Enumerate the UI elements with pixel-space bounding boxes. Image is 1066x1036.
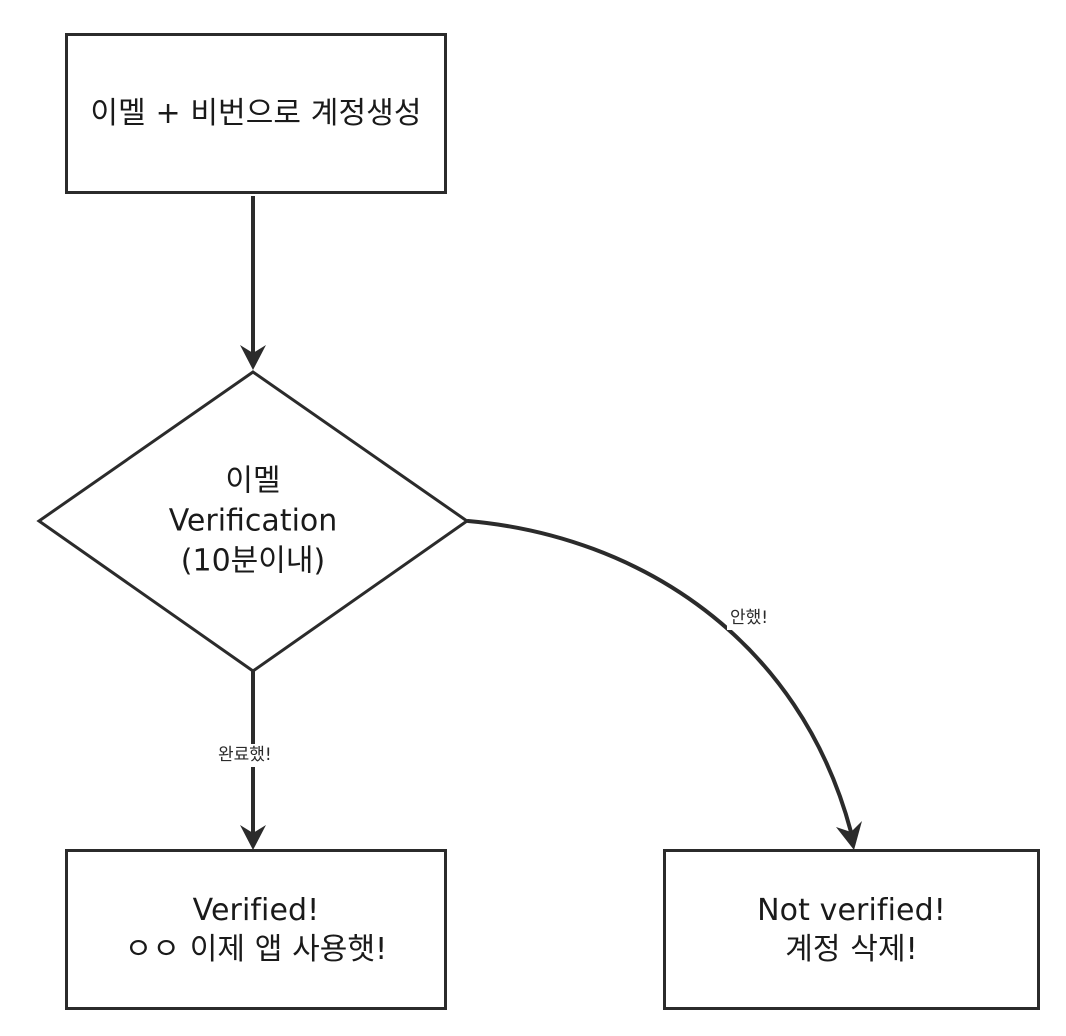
- edge-decision-to-not-verified-curve: [466, 519, 853, 834]
- edge-label-decision-to-verified: 완료했!: [215, 744, 275, 767]
- edge-label-decision-to-not-verified: 안했!: [727, 607, 772, 630]
- edge-create-to-decision-arrowhead: [240, 345, 266, 370]
- node-create-account[interactable]: 이멜 + 비번으로 계정생성: [65, 33, 447, 194]
- node-email-verification-label: 이멜 Verification (10분이내): [168, 463, 338, 580]
- node-verified-label: Verified! ㅇㅇ 이제 앱 사용햇!: [124, 892, 388, 967]
- edge-decision-to-verified-arrowhead: [240, 825, 266, 850]
- node-not-verified-label: Not verified! 계정 삭제!: [757, 892, 946, 967]
- edge-decision-to-not-verified-arrowhead: [836, 821, 862, 850]
- node-not-verified[interactable]: Not verified! 계정 삭제!: [663, 849, 1040, 1010]
- node-create-account-label: 이멜 + 비번으로 계정생성: [90, 96, 422, 131]
- node-verified[interactable]: Verified! ㅇㅇ 이제 앱 사용햇!: [65, 849, 447, 1010]
- node-email-verification[interactable]: 이멜 Verification (10분이내): [38, 371, 468, 673]
